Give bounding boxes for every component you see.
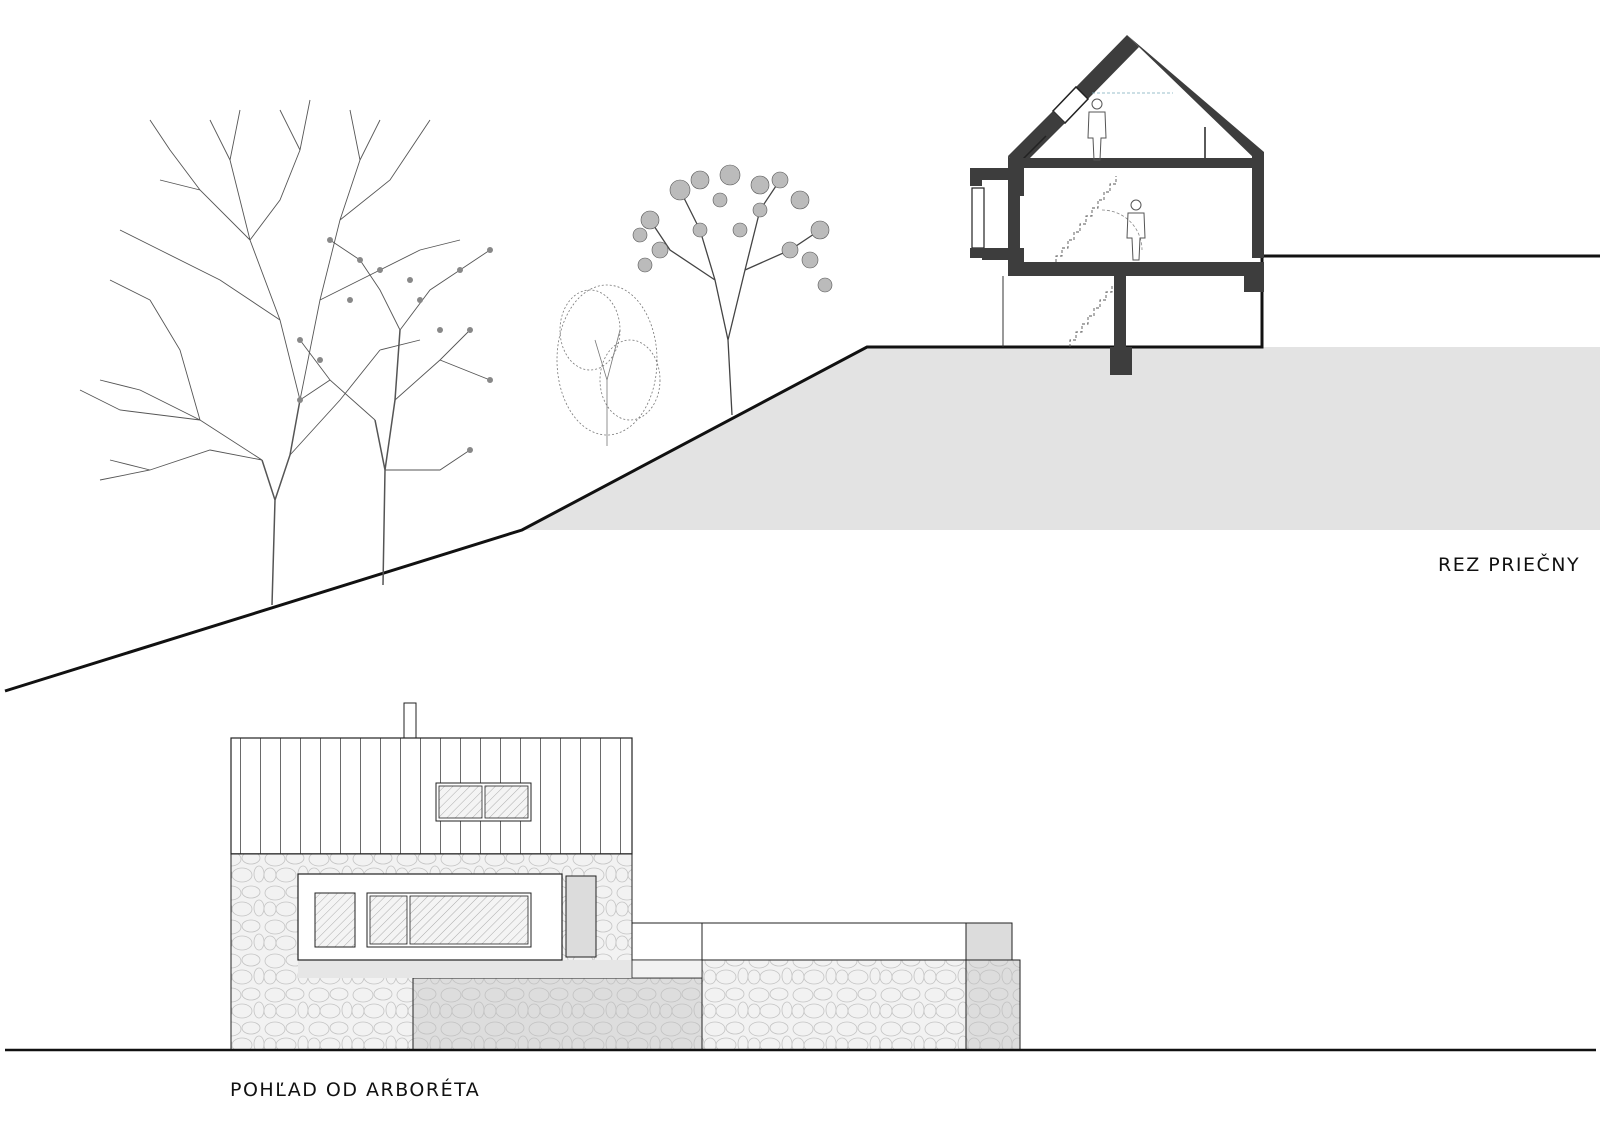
- window-mid: [369, 895, 408, 945]
- shade-strip: [298, 960, 634, 978]
- chimney: [403, 702, 417, 739]
- wall-left-upper: [1008, 168, 1020, 268]
- elevation-caption: POHĽAD OD ARBORÉTA: [230, 1079, 481, 1101]
- tree-large-bare: [79, 99, 461, 606]
- stairs-lower: [1069, 286, 1113, 347]
- annex-inner-strip: [631, 959, 703, 979]
- terrain-line: [4, 254, 1600, 693]
- wall-right: [1252, 152, 1264, 258]
- tree-small-dotted: [556, 284, 661, 446]
- upper-window-left: [438, 785, 483, 819]
- attic-floor: [1008, 158, 1264, 168]
- stairs-upper: [1055, 176, 1117, 262]
- window-wide: [409, 895, 529, 945]
- door-panel: [565, 875, 597, 958]
- roof-left-lower: [1008, 111, 1065, 168]
- roof-left-upper: [1076, 35, 1139, 99]
- timber-cladding: [230, 737, 633, 855]
- door-swing: [1101, 209, 1143, 251]
- tree-tall-leafy: [632, 164, 833, 416]
- window-left: [314, 892, 356, 948]
- person-floor: [1126, 199, 1146, 261]
- ground-fill: [522, 256, 1600, 530]
- foundation-right: [1244, 262, 1264, 292]
- roof-strut-left: [1019, 135, 1047, 163]
- section-caption: REZ PRIEČNY: [1438, 554, 1581, 576]
- upper-window-right: [484, 785, 529, 819]
- house-section: [970, 35, 1264, 375]
- annex-end-block: [965, 959, 1021, 1051]
- tree-birch: [297, 237, 493, 586]
- floor-slab: [1010, 262, 1264, 274]
- foundation-left: [1110, 347, 1132, 375]
- section-drawing: [4, 35, 1600, 693]
- person-attic: [1087, 98, 1107, 161]
- glazing: [971, 187, 985, 249]
- basement-wall: [1114, 270, 1126, 354]
- stone-block-dark: [412, 977, 703, 1051]
- roof-right: [1127, 35, 1264, 161]
- annex-corner-block: [965, 922, 1013, 961]
- elevation-drawing: [5, 702, 1596, 1052]
- annex-parapet: [631, 922, 1013, 961]
